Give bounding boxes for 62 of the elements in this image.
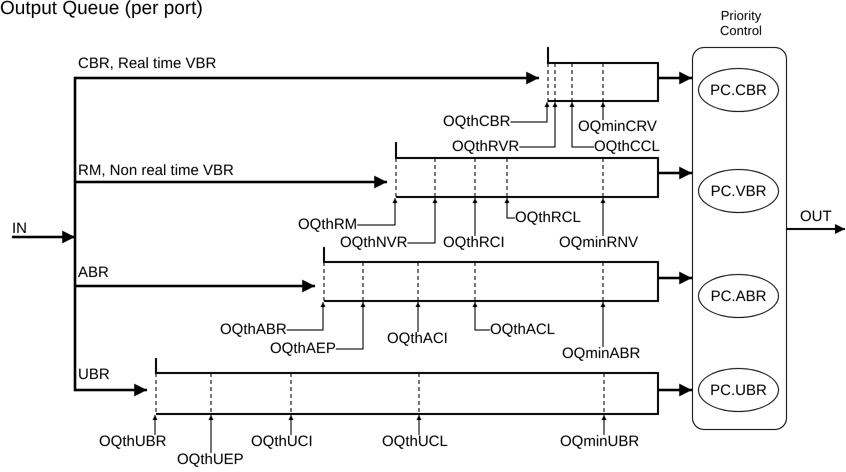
leader-line [416, 302, 420, 332]
priority-label: PC.CBR [710, 82, 767, 98]
diagram-title: Output Queue (per port) [0, 0, 203, 20]
threshold-label: OQthRCL [515, 209, 581, 226]
flow-arrow [659, 72, 692, 84]
input-label: IN [12, 220, 27, 237]
threshold-label: OQthABR [220, 321, 287, 338]
threshold-label: OQthUEP [177, 451, 244, 468]
threshold-label: OQthRM [298, 216, 358, 233]
threshold-label: OQthCBR [443, 113, 511, 130]
flow-arrow [659, 272, 692, 284]
leader-line [600, 198, 606, 236]
threshold-label: OQthUCI [251, 433, 313, 450]
threshold-label: OQthNVR [340, 234, 408, 251]
leader-line [600, 302, 606, 348]
threshold-label: OQthACI [387, 330, 448, 347]
threshold-label: OQminRNV [559, 234, 638, 251]
leader-line [510, 102, 550, 122]
threshold-label: OQthAEP [270, 340, 336, 357]
priority-ellipse [698, 169, 779, 213]
panel-heading: Priority Control [719, 8, 763, 38]
priority-label: PC.VBR [710, 182, 766, 200]
threshold-label: OQminCRV [578, 118, 657, 135]
input-arrow [12, 230, 75, 244]
threshold-label: OQthCCL [594, 138, 660, 155]
flow-arrow [75, 384, 147, 396]
leader-line [335, 302, 366, 350]
trunk-line [74, 76, 76, 392]
leader-line [152, 414, 158, 436]
leader-line [570, 102, 594, 148]
flow-arrow [75, 176, 387, 188]
output-arrow [787, 224, 845, 234]
leader-line [504, 198, 516, 218]
priority-ellipse [698, 274, 779, 318]
edge-label: CBR, Real time VBR [78, 55, 216, 72]
priority-label: PC.UBR [710, 382, 767, 398]
threshold-label: OQthACL [490, 321, 556, 338]
threshold-label: OQthRCI [443, 234, 505, 251]
leader-line [472, 198, 478, 236]
leader-line [407, 198, 438, 244]
leader-line [600, 102, 606, 120]
leader-line [356, 198, 398, 226]
leader-line [602, 414, 606, 436]
edge-label: RM, Non real time VBR [78, 162, 234, 179]
threshold-label: OQminUBR [560, 433, 640, 450]
priority-ellipse [698, 368, 779, 412]
flow-arrow [75, 72, 539, 84]
priority-label: PC.ABR [710, 288, 766, 304]
leader-line [416, 414, 422, 436]
flow-arrow [659, 384, 692, 396]
leader-line [208, 414, 214, 454]
leader-line [472, 302, 490, 330]
threshold-label: OQthRVR [452, 138, 520, 155]
priority-ellipse [698, 68, 779, 112]
leader-line [518, 102, 558, 148]
leader-line [286, 302, 326, 330]
threshold-label: OQthUCL [382, 433, 448, 450]
threshold-label: OQthUBR [99, 433, 167, 450]
leader-line [288, 414, 294, 436]
threshold-label: OQminABR [562, 345, 640, 362]
flow-arrow [75, 280, 315, 292]
flow-arrow [659, 166, 692, 180]
